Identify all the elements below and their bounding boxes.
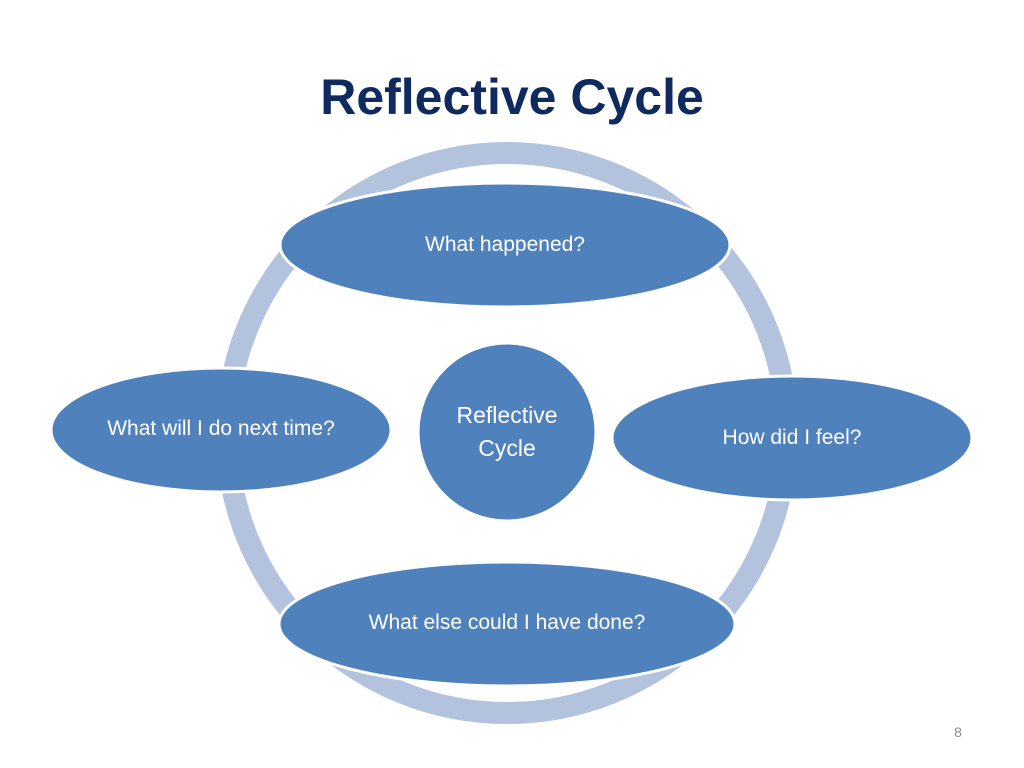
node-top-shape xyxy=(278,181,732,309)
node-bottom-label: What else could I have done? xyxy=(368,611,646,634)
center-node-label: Reflective Cycle xyxy=(456,402,558,461)
page-number: 8 xyxy=(954,724,962,740)
node-top-label: What happened? xyxy=(425,233,585,256)
node-left-label: What will I do next time? xyxy=(107,417,335,440)
center-node-shape xyxy=(416,341,598,523)
node-right-label: How did I feel? xyxy=(722,426,862,449)
node-bottom-shape xyxy=(277,560,737,688)
node-right-shape xyxy=(610,374,974,502)
slide-title: Reflective Cycle xyxy=(320,69,704,125)
node-left-shape xyxy=(49,366,393,494)
